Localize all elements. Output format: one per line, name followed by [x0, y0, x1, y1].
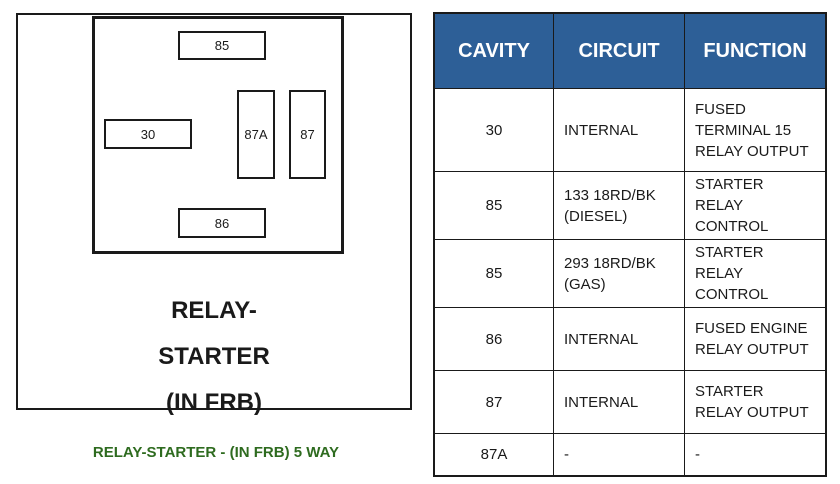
- table-row: 85 133 18RD/BK (DIESEL) STARTER RELAY CO…: [433, 171, 827, 240]
- pin-87: 87: [289, 90, 326, 179]
- cell-circuit: INTERNAL: [553, 88, 685, 172]
- relay-title-line: (IN FRB): [166, 389, 262, 416]
- table-row: 30 INTERNAL FUSED TERMINAL 15 RELAY OUTP…: [433, 88, 827, 172]
- table-row: 86 INTERNAL FUSED ENGINE RELAY OUTPUT: [433, 307, 827, 371]
- cell-cavity: 85: [433, 171, 554, 240]
- relay-body-outline: [92, 16, 344, 254]
- table-header-row: CAVITY CIRCUIT FUNCTION: [433, 12, 827, 89]
- cell-cavity: 87: [433, 370, 554, 434]
- relay-title-line: STARTER: [158, 343, 270, 370]
- header-cavity: CAVITY: [433, 12, 554, 89]
- cell-function: STARTER RELAY CONTROL: [684, 239, 827, 308]
- cell-cavity: 86: [433, 307, 554, 371]
- header-function: FUNCTION: [684, 12, 827, 89]
- pinout-table: CAVITY CIRCUIT FUNCTION 30 INTERNAL FUSE…: [433, 12, 827, 477]
- cell-circuit: 133 18RD/BK (DIESEL): [553, 171, 685, 240]
- pin-30: 30: [104, 119, 192, 149]
- cell-cavity: 30: [433, 88, 554, 172]
- cell-function: FUSED ENGINE RELAY OUTPUT: [684, 307, 827, 371]
- table-row: 87A - -: [433, 433, 827, 477]
- pin-87a: 87A: [237, 90, 275, 179]
- relay-title-line: RELAY-: [171, 297, 257, 324]
- cell-cavity: 85: [433, 239, 554, 308]
- cell-circuit: 293 18RD/BK (GAS): [553, 239, 685, 308]
- cell-circuit: INTERNAL: [553, 307, 685, 371]
- cell-circuit: INTERNAL: [553, 370, 685, 434]
- cell-cavity: 87A: [433, 433, 554, 477]
- cell-function: STARTER RELAY OUTPUT: [684, 370, 827, 434]
- diagram-caption: RELAY-STARTER - (IN FRB) 5 WAY: [92, 444, 340, 461]
- table-row: 85 293 18RD/BK (GAS) STARTER RELAY CONTR…: [433, 239, 827, 308]
- table-row: 87 INTERNAL STARTER RELAY OUTPUT: [433, 370, 827, 434]
- header-circuit: CIRCUIT: [553, 12, 685, 89]
- pin-86: 86: [178, 208, 266, 238]
- relay-diagram: [16, 13, 412, 410]
- cell-circuit: -: [553, 433, 685, 477]
- cell-function: -: [684, 433, 827, 477]
- cell-function: STARTER RELAY CONTROL: [684, 171, 827, 240]
- cell-function: FUSED TERMINAL 15 RELAY OUTPUT: [684, 88, 827, 172]
- pin-85: 85: [178, 31, 266, 60]
- relay-title: RELAY- STARTER (IN FRB): [16, 288, 412, 426]
